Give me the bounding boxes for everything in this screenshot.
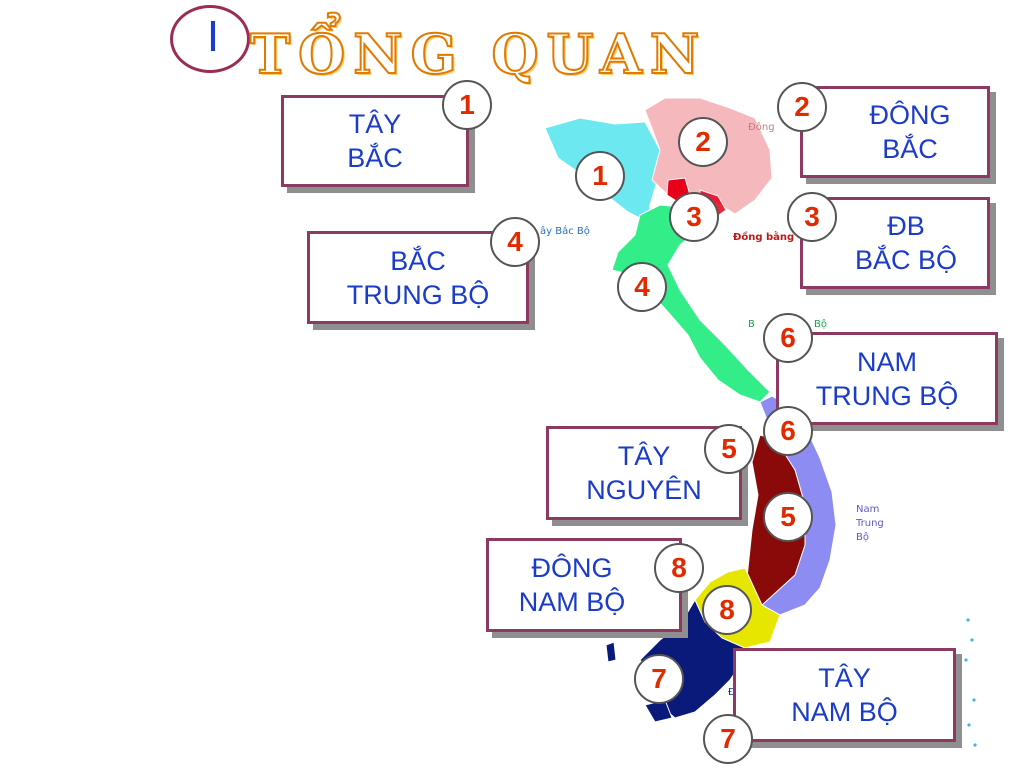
map-label-tay-bac-bo: ây Bắc Bộ bbox=[540, 224, 590, 237]
box-badge-tay-nam-bo: 7 bbox=[703, 714, 753, 764]
region-box-line1: ĐB bbox=[887, 211, 925, 241]
map-badge-tay-bac: 1 bbox=[575, 151, 625, 201]
box-badge-nam-trung-bo: 6 bbox=[763, 313, 813, 363]
island-dots bbox=[964, 618, 977, 747]
map-badge-dong-bac: 2 bbox=[678, 117, 728, 167]
region-box-line2: NAM BỘ bbox=[791, 697, 898, 727]
region-box-line1: TÂY bbox=[348, 109, 402, 139]
region-box-line1: ĐÔNG bbox=[531, 553, 613, 583]
region-box-line2: NAM BỘ bbox=[518, 587, 626, 617]
map-label-bo: Bộ bbox=[814, 318, 827, 330]
region-box-line2: BẮC BỘ bbox=[854, 245, 958, 275]
map-badge-bac-trung-bo: 4 bbox=[617, 262, 667, 312]
region-box-line2: TRUNG BỘ bbox=[815, 380, 959, 411]
box-badge-dong-nam-bo: 8 bbox=[654, 543, 704, 593]
box-badge-db-bac-bo: 3 bbox=[787, 192, 837, 242]
map-badge-dong-nam-bo: 8 bbox=[702, 585, 752, 635]
map-label-dong-bang: Đồng bằng bbox=[733, 230, 794, 243]
region-shape-tay-nam-bo bbox=[639, 598, 746, 719]
map-label-dot: Đ bbox=[728, 687, 736, 698]
map-badge-nam-trung-bo: 6 bbox=[763, 406, 813, 456]
region-box-line1: TÂY bbox=[818, 663, 871, 693]
map-badge-tay-nam-bo: 7 bbox=[634, 654, 684, 704]
map-label-nam-trung-bo-1: Nam bbox=[856, 504, 879, 515]
map-label-nam-trung-bo-3: Bộ bbox=[856, 531, 869, 543]
box-badge-bac-trung-bo: 4 bbox=[490, 217, 540, 267]
map-badge-tay-nguyen: 5 bbox=[763, 492, 813, 542]
page-title: TỔNG QUAN bbox=[249, 21, 708, 87]
heading-numeral: I bbox=[206, 12, 220, 61]
region-box-line2: TRUNG BỘ bbox=[346, 279, 490, 310]
region-shape-phu-quoc bbox=[605, 641, 617, 663]
region-box-line1: BẮC bbox=[390, 245, 446, 276]
map-label-nam-trung-bo-2: Trung bbox=[855, 518, 884, 529]
region-box-line1: TÂY bbox=[617, 441, 671, 471]
region-box-tay-nam-bo: TÂY NAM BỘ bbox=[733, 648, 956, 742]
region-box-dong-nam-bo: ĐÔNG NAM BỘ bbox=[486, 538, 682, 632]
region-box-dong-bac: ĐÔNG BẮC bbox=[800, 86, 990, 178]
box-badge-tay-nguyen: 5 bbox=[704, 424, 754, 474]
map-label-dong: Đông bbox=[748, 121, 775, 133]
region-box-line1: NAM bbox=[856, 346, 917, 377]
map-badge-db-bac-bo: 3 bbox=[669, 192, 719, 242]
region-box-line2: NGUYÊN bbox=[586, 475, 702, 505]
region-box-tay-bac: TÂY BẮC bbox=[281, 95, 469, 187]
heading-numeral-circle: I bbox=[170, 5, 250, 73]
region-box-line1: ĐÔNG bbox=[869, 100, 951, 130]
box-badge-tay-bac: 1 bbox=[442, 80, 492, 130]
map-label-bac-trung: B bbox=[748, 319, 755, 330]
box-badge-dong-bac: 2 bbox=[777, 82, 827, 132]
region-box-line2: BẮC bbox=[347, 143, 403, 173]
region-box-line2: BẮC bbox=[882, 134, 938, 164]
